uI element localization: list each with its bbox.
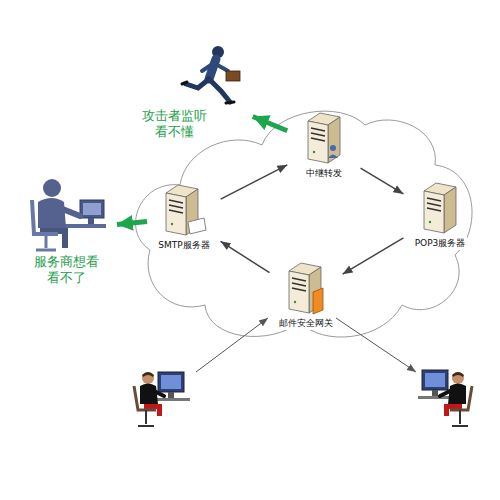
node-label: 中继转发: [304, 167, 344, 180]
flow-arrow: [343, 238, 404, 274]
gateway-node: 邮件安全网关: [272, 262, 340, 330]
server-node: 中继转发: [290, 112, 358, 180]
server-icon: [302, 112, 346, 166]
sender-user: [134, 372, 190, 426]
node-label: 邮件安全网关: [277, 317, 335, 330]
gateway-icon: [283, 262, 329, 316]
provider-node: 服务商想看 看不了: [18, 172, 114, 287]
provider-figure: [24, 172, 108, 254]
node-label: 服务商想看 看不了: [30, 254, 102, 287]
node-label: POP3服务器: [413, 237, 468, 250]
flow-arrow: [361, 168, 404, 194]
node-label: 攻击者监听 看不懂: [138, 108, 210, 141]
user-arrow: [336, 318, 416, 372]
icon-holder: [160, 184, 208, 238]
user-arrow: [196, 318, 268, 372]
icon-holder: [418, 182, 462, 236]
server-icon: [418, 182, 462, 236]
icon-holder: [24, 172, 108, 254]
cloud-outline: [136, 111, 472, 337]
flow-arrow: [253, 117, 287, 131]
server-icon: [160, 184, 208, 238]
attacker-node: 攻击者监听 看不懂: [138, 44, 250, 141]
icon-holder: [178, 44, 250, 108]
attacker-figure: [178, 44, 250, 108]
receiver-user: [418, 370, 472, 426]
flow-arrow: [117, 222, 147, 225]
icon-holder: [283, 262, 329, 316]
server-node: SMTP服务器: [150, 184, 218, 252]
node-label: SMTP服务器: [156, 239, 211, 252]
flow-arrow: [221, 165, 288, 199]
flow-arrow: [221, 241, 270, 272]
icon-holder: [302, 112, 346, 166]
server-node: POP3服务器: [406, 182, 474, 250]
